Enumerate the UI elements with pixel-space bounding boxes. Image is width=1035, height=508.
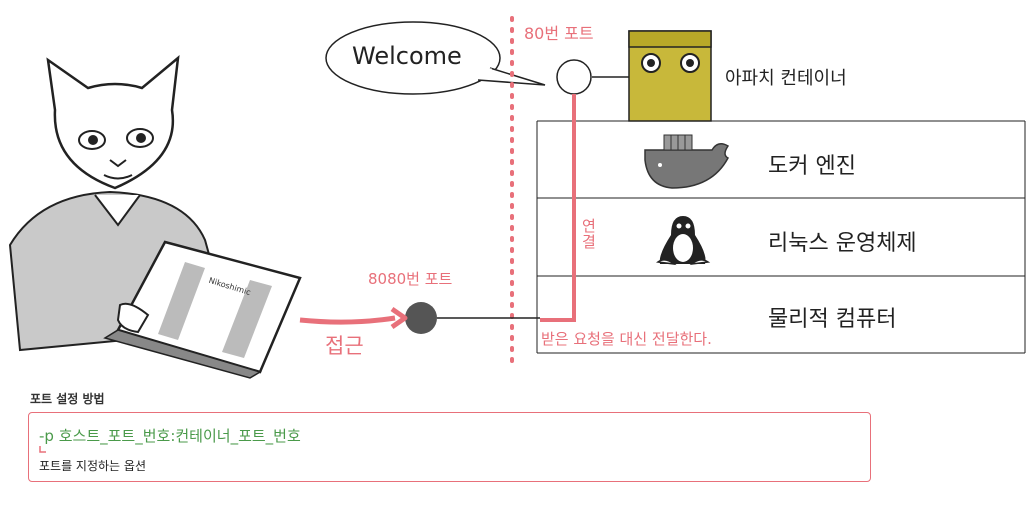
access-label: 접근 <box>325 330 364 360</box>
layer-linux-os: 리눅스 운영체제 <box>768 225 917 257</box>
container-port-icon <box>557 60 591 94</box>
layer-docker-engine: 도커 엔진 <box>768 148 856 180</box>
layer-physical-computer: 물리적 컴퓨터 <box>768 301 896 333</box>
linux-penguin-icon <box>658 216 708 264</box>
host-port-icon <box>405 302 437 334</box>
option-command: -p 호스트_포트_번호:컨테이너_포트_번호 <box>39 425 301 446</box>
apache-container <box>629 31 711 121</box>
option-syntax: 호스트_포트_번호:컨테이너_포트_번호 <box>59 427 301 445</box>
option-section-title: 포트 설정 방법 <box>30 390 105 407</box>
docker-whale-icon <box>645 135 728 188</box>
option-flag: -p <box>39 427 54 445</box>
forward-note: 받은 요청을 대신 전달한다. <box>541 328 712 349</box>
option-description: 포트를 지정하는 옵션 <box>39 457 146 474</box>
option-box: -p 호스트_포트_번호:컨테이너_포트_번호 포트를 지정하는 옵션 <box>28 412 871 482</box>
host-port-label: 8080번 포트 <box>368 268 452 289</box>
link-label: 연결 <box>582 218 598 250</box>
container-port-label: 80번 포트 <box>524 20 594 44</box>
bubble-text: Welcome <box>352 42 462 70</box>
container-label: 아파치 컨테이너 <box>725 64 847 90</box>
forwarding-path <box>540 94 574 320</box>
access-arrow <box>300 309 405 327</box>
